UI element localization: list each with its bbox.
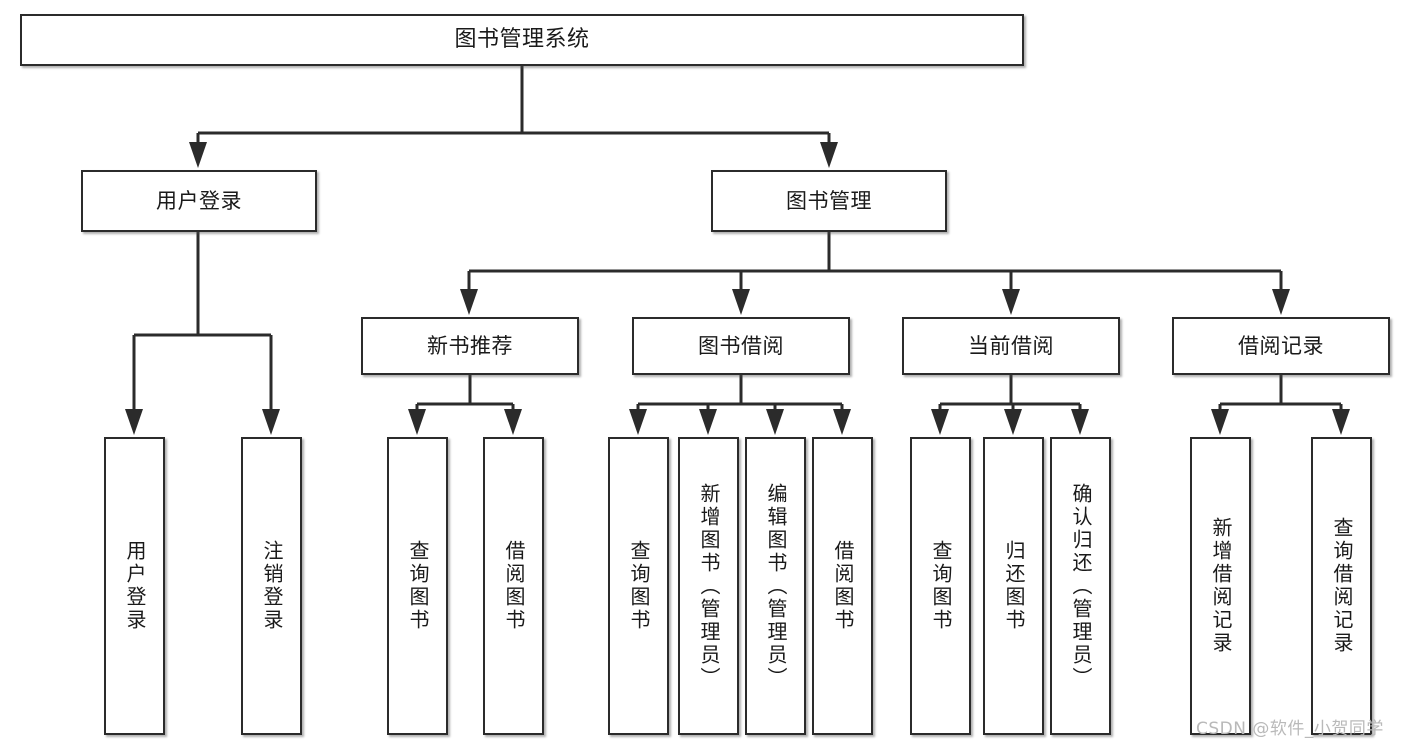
node-current-borrowing-label: 当前借阅 [968,333,1054,358]
arrow-to-confirm-return-head [1071,409,1089,435]
arrow-to-borrow-record-head [1272,289,1290,315]
leaf-query-book-2[interactable]: 查询图书 [608,437,669,735]
node-user-login[interactable]: 用户登录 [81,170,317,232]
node-book-borrowing[interactable]: 图书借阅 [632,317,850,375]
node-borrowing-record[interactable]: 借阅记录 [1172,317,1390,375]
leaf-add-book-label: 新增图书（管理员） [697,482,721,690]
arrow-to-query-book-2-head [629,409,647,435]
node-book-management[interactable]: 图书管理 [711,170,947,232]
leaf-query-book-3-label: 查询图书 [929,540,953,632]
arrow-to-query-book-1-head [408,409,426,435]
leaf-borrow-book-2[interactable]: 借阅图书 [812,437,873,735]
watermark: CSDN @软件_小贺同学 [1196,719,1384,739]
arrow-to-add-book-head [699,409,717,435]
arrow-to-book-borrow-head [732,289,750,315]
leaf-logout[interactable]: 注销登录 [241,437,302,735]
leaf-add-borrow-record[interactable]: 新增借阅记录 [1190,437,1251,735]
leaf-borrow-book-1-label: 借阅图书 [502,540,526,632]
leaf-query-book-1[interactable]: 查询图书 [387,437,448,735]
arrow-to-book-mgmt-head [820,142,838,168]
leaf-user-login-label: 用户登录 [123,540,147,632]
node-new-book-recommendation-label: 新书推荐 [427,333,513,358]
node-book-management-label: 图书管理 [786,188,872,213]
leaf-query-book-2-label: 查询图书 [627,540,651,632]
leaf-borrow-book-1[interactable]: 借阅图书 [483,437,544,735]
leaf-query-borrow-record-label: 查询借阅记录 [1330,517,1354,655]
arrow-to-query-record-head [1332,409,1350,435]
arrow-to-query-book-3-head [931,409,949,435]
arrow-to-leaf-user-login-head [125,409,143,435]
arrow-to-new-book-rec-head [460,289,478,315]
arrow-to-borrow-book-1-head [504,409,522,435]
leaf-query-book-3[interactable]: 查询图书 [910,437,971,735]
arrow-to-edit-book-head [766,409,784,435]
node-new-book-recommendation[interactable]: 新书推荐 [361,317,579,375]
leaf-query-borrow-record[interactable]: 查询借阅记录 [1311,437,1372,735]
arrow-to-return-book-head [1004,409,1022,435]
leaf-return-book[interactable]: 归还图书 [983,437,1044,735]
node-user-login-label: 用户登录 [156,188,242,213]
leaf-edit-book[interactable]: 编辑图书（管理员） [745,437,806,735]
leaf-user-login[interactable]: 用户登录 [104,437,165,735]
arrow-to-user-login-head [189,142,207,168]
leaf-return-book-label: 归还图书 [1002,540,1026,632]
node-borrowing-record-label: 借阅记录 [1238,333,1324,358]
node-root-label: 图书管理系统 [454,27,590,53]
leaf-add-borrow-record-label: 新增借阅记录 [1209,517,1233,655]
leaf-borrow-book-2-label: 借阅图书 [831,540,855,632]
leaf-confirm-return[interactable]: 确认归还（管理员） [1050,437,1111,735]
leaf-logout-label: 注销登录 [260,540,284,632]
node-root[interactable]: 图书管理系统 [20,14,1024,66]
node-book-borrowing-label: 图书借阅 [698,333,784,358]
leaf-add-book[interactable]: 新增图书（管理员） [678,437,739,735]
arrow-to-leaf-logout-head [262,409,280,435]
leaf-edit-book-label: 编辑图书（管理员） [764,482,788,690]
leaf-confirm-return-label: 确认归还（管理员） [1069,482,1093,690]
arrow-to-borrow-book-2-head [833,409,851,435]
arrow-to-current-borrow-head [1002,289,1020,315]
leaf-query-book-1-label: 查询图书 [406,540,430,632]
arrow-to-add-record-head [1211,409,1229,435]
node-current-borrowing[interactable]: 当前借阅 [902,317,1120,375]
